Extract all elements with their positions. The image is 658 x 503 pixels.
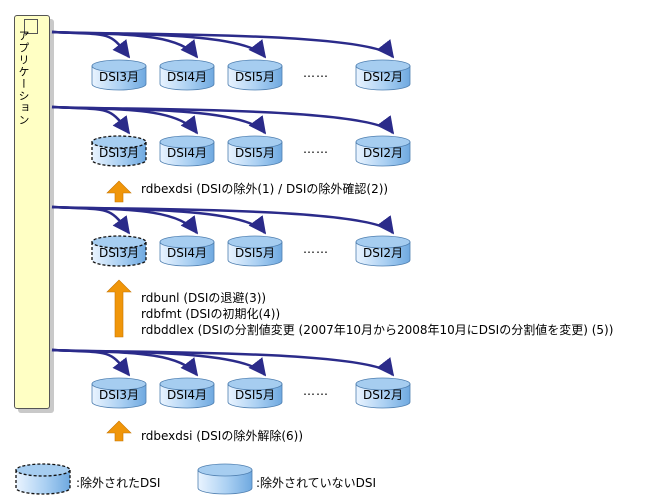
cylinder-body	[227, 383, 283, 409]
command-release-exclude: rdbexdsi (DSIの除外解除(6))	[141, 429, 304, 443]
ellipsis-text: ……	[303, 242, 329, 256]
cylinder-label: DSI5月	[235, 146, 275, 160]
application-panel	[14, 15, 50, 409]
cylinder-top	[91, 235, 147, 249]
cylinder-top	[91, 135, 147, 149]
cylinder-body	[159, 65, 215, 91]
access-arrow	[51, 348, 131, 377]
cylinder-body	[91, 65, 147, 91]
dsi-cylinder: DSI3月	[91, 59, 147, 91]
access-arrow	[51, 105, 395, 135]
dsi-cylinder: DSI4月	[159, 377, 215, 409]
cylinder-body	[91, 241, 147, 267]
cylinder-top	[355, 235, 411, 249]
ellipsis-text: ……	[303, 384, 329, 398]
step-arrow-reorganize	[106, 279, 132, 338]
access-arrow	[51, 105, 131, 135]
cylinder-top	[227, 59, 283, 73]
cylinder-top	[355, 377, 411, 391]
cylinder-label: DSI3月	[99, 70, 139, 84]
application-label: アプリケーション	[17, 30, 30, 126]
cylinder-top	[197, 463, 253, 477]
cylinder-body	[15, 469, 71, 495]
dsi-cylinder: DSI2月	[355, 235, 411, 267]
cylinder-body	[91, 141, 147, 167]
cylinder-body	[159, 241, 215, 267]
dsi-excluded-cylinder: DSI3月	[91, 135, 147, 167]
dsi-cylinder: DSI5月	[227, 235, 283, 267]
legend-not-excluded-cylinder	[197, 463, 253, 495]
command-format: rdbfmt (DSIの初期化(4))	[141, 307, 281, 321]
cylinder-label: DSI2月	[363, 146, 403, 160]
access-arrow	[51, 205, 395, 235]
dsi-cylinder: DSI2月	[355, 59, 411, 91]
cylinder-top	[91, 59, 147, 73]
cylinder-body	[355, 241, 411, 267]
cylinder-body	[355, 141, 411, 167]
cylinder-body	[355, 383, 411, 409]
access-arrow	[51, 348, 395, 377]
legend-excluded-cylinder	[15, 463, 71, 495]
access-arrow	[51, 30, 131, 59]
command-ddlex: rdbddlex (DSIの分割値変更 (2007年10月から2008年10月に…	[141, 323, 614, 337]
step-arrow-release	[106, 420, 132, 442]
cylinder-label: DSI4月	[167, 246, 207, 260]
cylinder-label: DSI4月	[167, 70, 207, 84]
cylinder-top	[355, 59, 411, 73]
dsi-cylinder: DSI4月	[159, 59, 215, 91]
dsi-excluded-cylinder: DSI3月	[91, 235, 147, 267]
dsi-cylinder: DSI4月	[159, 235, 215, 267]
cylinder-top	[355, 135, 411, 149]
cylinder-label: DSI2月	[363, 70, 403, 84]
cylinder-body	[197, 469, 253, 495]
cylinder-label: DSI3月	[99, 146, 139, 160]
legend-excluded-label: :除外されたDSI	[76, 476, 161, 490]
cylinder-top	[159, 235, 215, 249]
dsi-cylinder: DSI5月	[227, 59, 283, 91]
cylinder-top	[91, 377, 147, 391]
application-panel-tab	[24, 19, 38, 34]
command-unload: rdbunl (DSIの退避(3))	[141, 291, 267, 305]
cylinder-label: DSI4月	[167, 388, 207, 402]
ellipsis-text: ……	[303, 142, 329, 156]
cylinder-body	[159, 383, 215, 409]
cylinder-label: DSI2月	[363, 388, 403, 402]
cylinder-label: DSI3月	[99, 388, 139, 402]
access-arrow	[51, 205, 131, 235]
legend-not-excluded-label: :除外されていないDSI	[256, 476, 377, 490]
cylinder-label: DSI2月	[363, 246, 403, 260]
cylinder-label: DSI5月	[235, 246, 275, 260]
cylinder-label: DSI5月	[235, 70, 275, 84]
dsi-cylinder: DSI3月	[91, 377, 147, 409]
cylinder-top	[227, 135, 283, 149]
cylinder-body	[227, 65, 283, 91]
command-exclude: rdbexdsi (DSIの除外(1) / DSIの除外確認(2))	[141, 182, 389, 196]
step-arrow-exclude	[106, 180, 132, 203]
dsi-cylinder: DSI2月	[355, 135, 411, 167]
cylinder-top	[227, 377, 283, 391]
cylinder-body	[227, 141, 283, 167]
cylinder-top	[159, 135, 215, 149]
cylinder-body	[355, 65, 411, 91]
ellipsis-text: ……	[303, 66, 329, 80]
cylinder-label: DSI5月	[235, 388, 275, 402]
cylinder-body	[159, 141, 215, 167]
cylinder-top	[159, 377, 215, 391]
access-arrow	[51, 30, 395, 59]
cylinder-body	[227, 241, 283, 267]
cylinder-top	[15, 463, 71, 477]
dsi-cylinder: DSI5月	[227, 377, 283, 409]
cylinder-top	[227, 235, 283, 249]
dsi-cylinder: DSI4月	[159, 135, 215, 167]
cylinder-body	[91, 383, 147, 409]
cylinder-label: DSI3月	[99, 246, 139, 260]
dsi-cylinder: DSI5月	[227, 135, 283, 167]
cylinder-top	[159, 59, 215, 73]
dsi-cylinder: DSI2月	[355, 377, 411, 409]
cylinder-label: DSI4月	[167, 146, 207, 160]
